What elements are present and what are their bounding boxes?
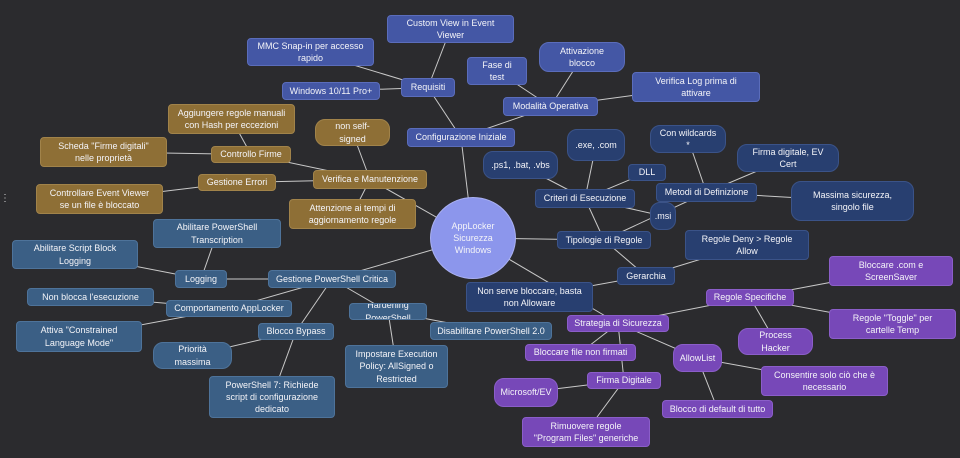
node-firma-digitale[interactable]: Firma Digitale <box>587 372 661 389</box>
drag-handle-icon[interactable]: ⋮ <box>0 193 10 204</box>
node-controllare-event-viewer[interactable]: Controllare Event Viewer se un file è bl… <box>36 184 163 214</box>
node-windows-pro[interactable]: Windows 10/11 Pro+ <box>282 82 380 100</box>
node-configurazione-iniziale[interactable]: Configurazione Iniziale <box>407 128 515 147</box>
node-controllo-firme[interactable]: Controllo Firme <box>211 146 291 163</box>
node-con-wildcards[interactable]: Con wildcards * <box>650 125 726 153</box>
node-msi[interactable]: .msi <box>650 202 676 230</box>
node-process-hacker[interactable]: Process Hacker <box>738 328 813 355</box>
node-deny-allow[interactable]: Regole Deny > Regole Allow <box>685 230 809 260</box>
node-attenzione-tempi[interactable]: Attenzione ai tempi di aggiornamento reg… <box>289 199 416 229</box>
node-mmc-snapin[interactable]: MMC Snap-in per accesso rapido <box>247 38 374 66</box>
node-criteri-esecuzione[interactable]: Criteri di Esecuzione <box>535 189 635 208</box>
node-massima-sicurezza[interactable]: Massima sicurezza, singolo file <box>791 181 914 221</box>
node-disabilitare-ps2[interactable]: Disabilitare PowerShell 2.0 <box>430 322 552 340</box>
node-non-self-signed[interactable]: non self-signed <box>315 119 390 146</box>
node-impostare-execution-policy[interactable]: Impostare Execution Policy: AllSigned o … <box>345 345 448 388</box>
node-gerarchia[interactable]: Gerarchia <box>617 267 675 285</box>
node-bloccare-non-firmati[interactable]: Bloccare file non firmati <box>525 344 636 361</box>
node-attiva-clm[interactable]: Attiva "Constrained Language Mode" <box>16 321 142 352</box>
node-custom-view[interactable]: Custom View in Event Viewer <box>387 15 514 43</box>
node-blocco-default[interactable]: Blocco di default di tutto <box>662 400 773 418</box>
node-rimuovere-program-files[interactable]: Rimuovere regole "Program Files" generic… <box>522 417 650 447</box>
node-requisiti[interactable]: Requisiti <box>401 78 455 97</box>
node-modalita-operativa[interactable]: Modalità Operativa <box>503 97 598 116</box>
node-powershell7[interactable]: PowerShell 7: Richiede script di configu… <box>209 376 335 418</box>
node-abilitare-script-block[interactable]: Abilitare Script Block Logging <box>12 240 138 269</box>
node-firma-digitale-ev[interactable]: Firma digitale, EV Cert <box>737 144 839 172</box>
node-scheda-firme-digitali[interactable]: Scheda "Firme digitali" nelle proprietà <box>40 137 167 167</box>
node-regole-specifiche[interactable]: Regole Specifiche <box>706 289 794 306</box>
node-metodi-definizione[interactable]: Metodi di Definizione <box>656 183 757 202</box>
node-verifica-manutenzione[interactable]: Verifica e Manutenzione <box>313 170 427 189</box>
node-fase-di-test[interactable]: Fase di test <box>467 57 527 85</box>
node-abilitare-transcription[interactable]: Abilitare PowerShell Transcription <box>153 219 281 248</box>
node-consentire-necessario[interactable]: Consentire solo ciò che è necessario <box>761 366 888 396</box>
node-allowlist[interactable]: AllowList <box>673 344 722 372</box>
node-logging[interactable]: Logging <box>175 270 227 288</box>
node-gestione-powershell[interactable]: Gestione PowerShell Critica <box>268 270 396 288</box>
node-verifica-log[interactable]: Verifica Log prima di attivare <box>632 72 760 102</box>
root-node[interactable]: AppLocker Sicurezza Windows <box>430 197 516 279</box>
node-hardening-powershell[interactable]: Hardening PowerShell <box>349 303 427 320</box>
node-strategia-sicurezza[interactable]: Strategia di Sicurezza <box>567 315 669 332</box>
node-non-serve-bloccare[interactable]: Non serve bloccare, basta non Alloware <box>466 282 593 312</box>
node-bloccare-com[interactable]: Bloccare .com e ScreenSaver <box>829 256 953 286</box>
node-microsoft-ev[interactable]: Microsoft/EV <box>494 378 558 407</box>
node-ps1-bat-vbs[interactable]: .ps1, .bat, .vbs <box>483 151 558 179</box>
node-exe-com[interactable]: .exe, .com <box>567 129 625 161</box>
node-priorita-massima[interactable]: Priorità massima <box>153 342 232 369</box>
node-regole-toggle[interactable]: Regole "Toggle" per cartelle Temp <box>829 309 956 339</box>
node-blocco-bypass[interactable]: Blocco Bypass <box>258 323 334 340</box>
node-tipologie-regole[interactable]: Tipologie di Regole <box>557 231 651 249</box>
node-dll[interactable]: DLL <box>628 164 666 181</box>
node-aggiungere-hash[interactable]: Aggiungere regole manuali con Hash per e… <box>168 104 295 134</box>
node-gestione-errori[interactable]: Gestione Errori <box>198 174 276 191</box>
node-comportamento-applocker[interactable]: Comportamento AppLocker <box>166 300 292 317</box>
node-non-blocca-esecuzione[interactable]: Non blocca l'esecuzione <box>27 288 154 306</box>
node-attivazione-blocco[interactable]: Attivazione blocco <box>539 42 625 72</box>
